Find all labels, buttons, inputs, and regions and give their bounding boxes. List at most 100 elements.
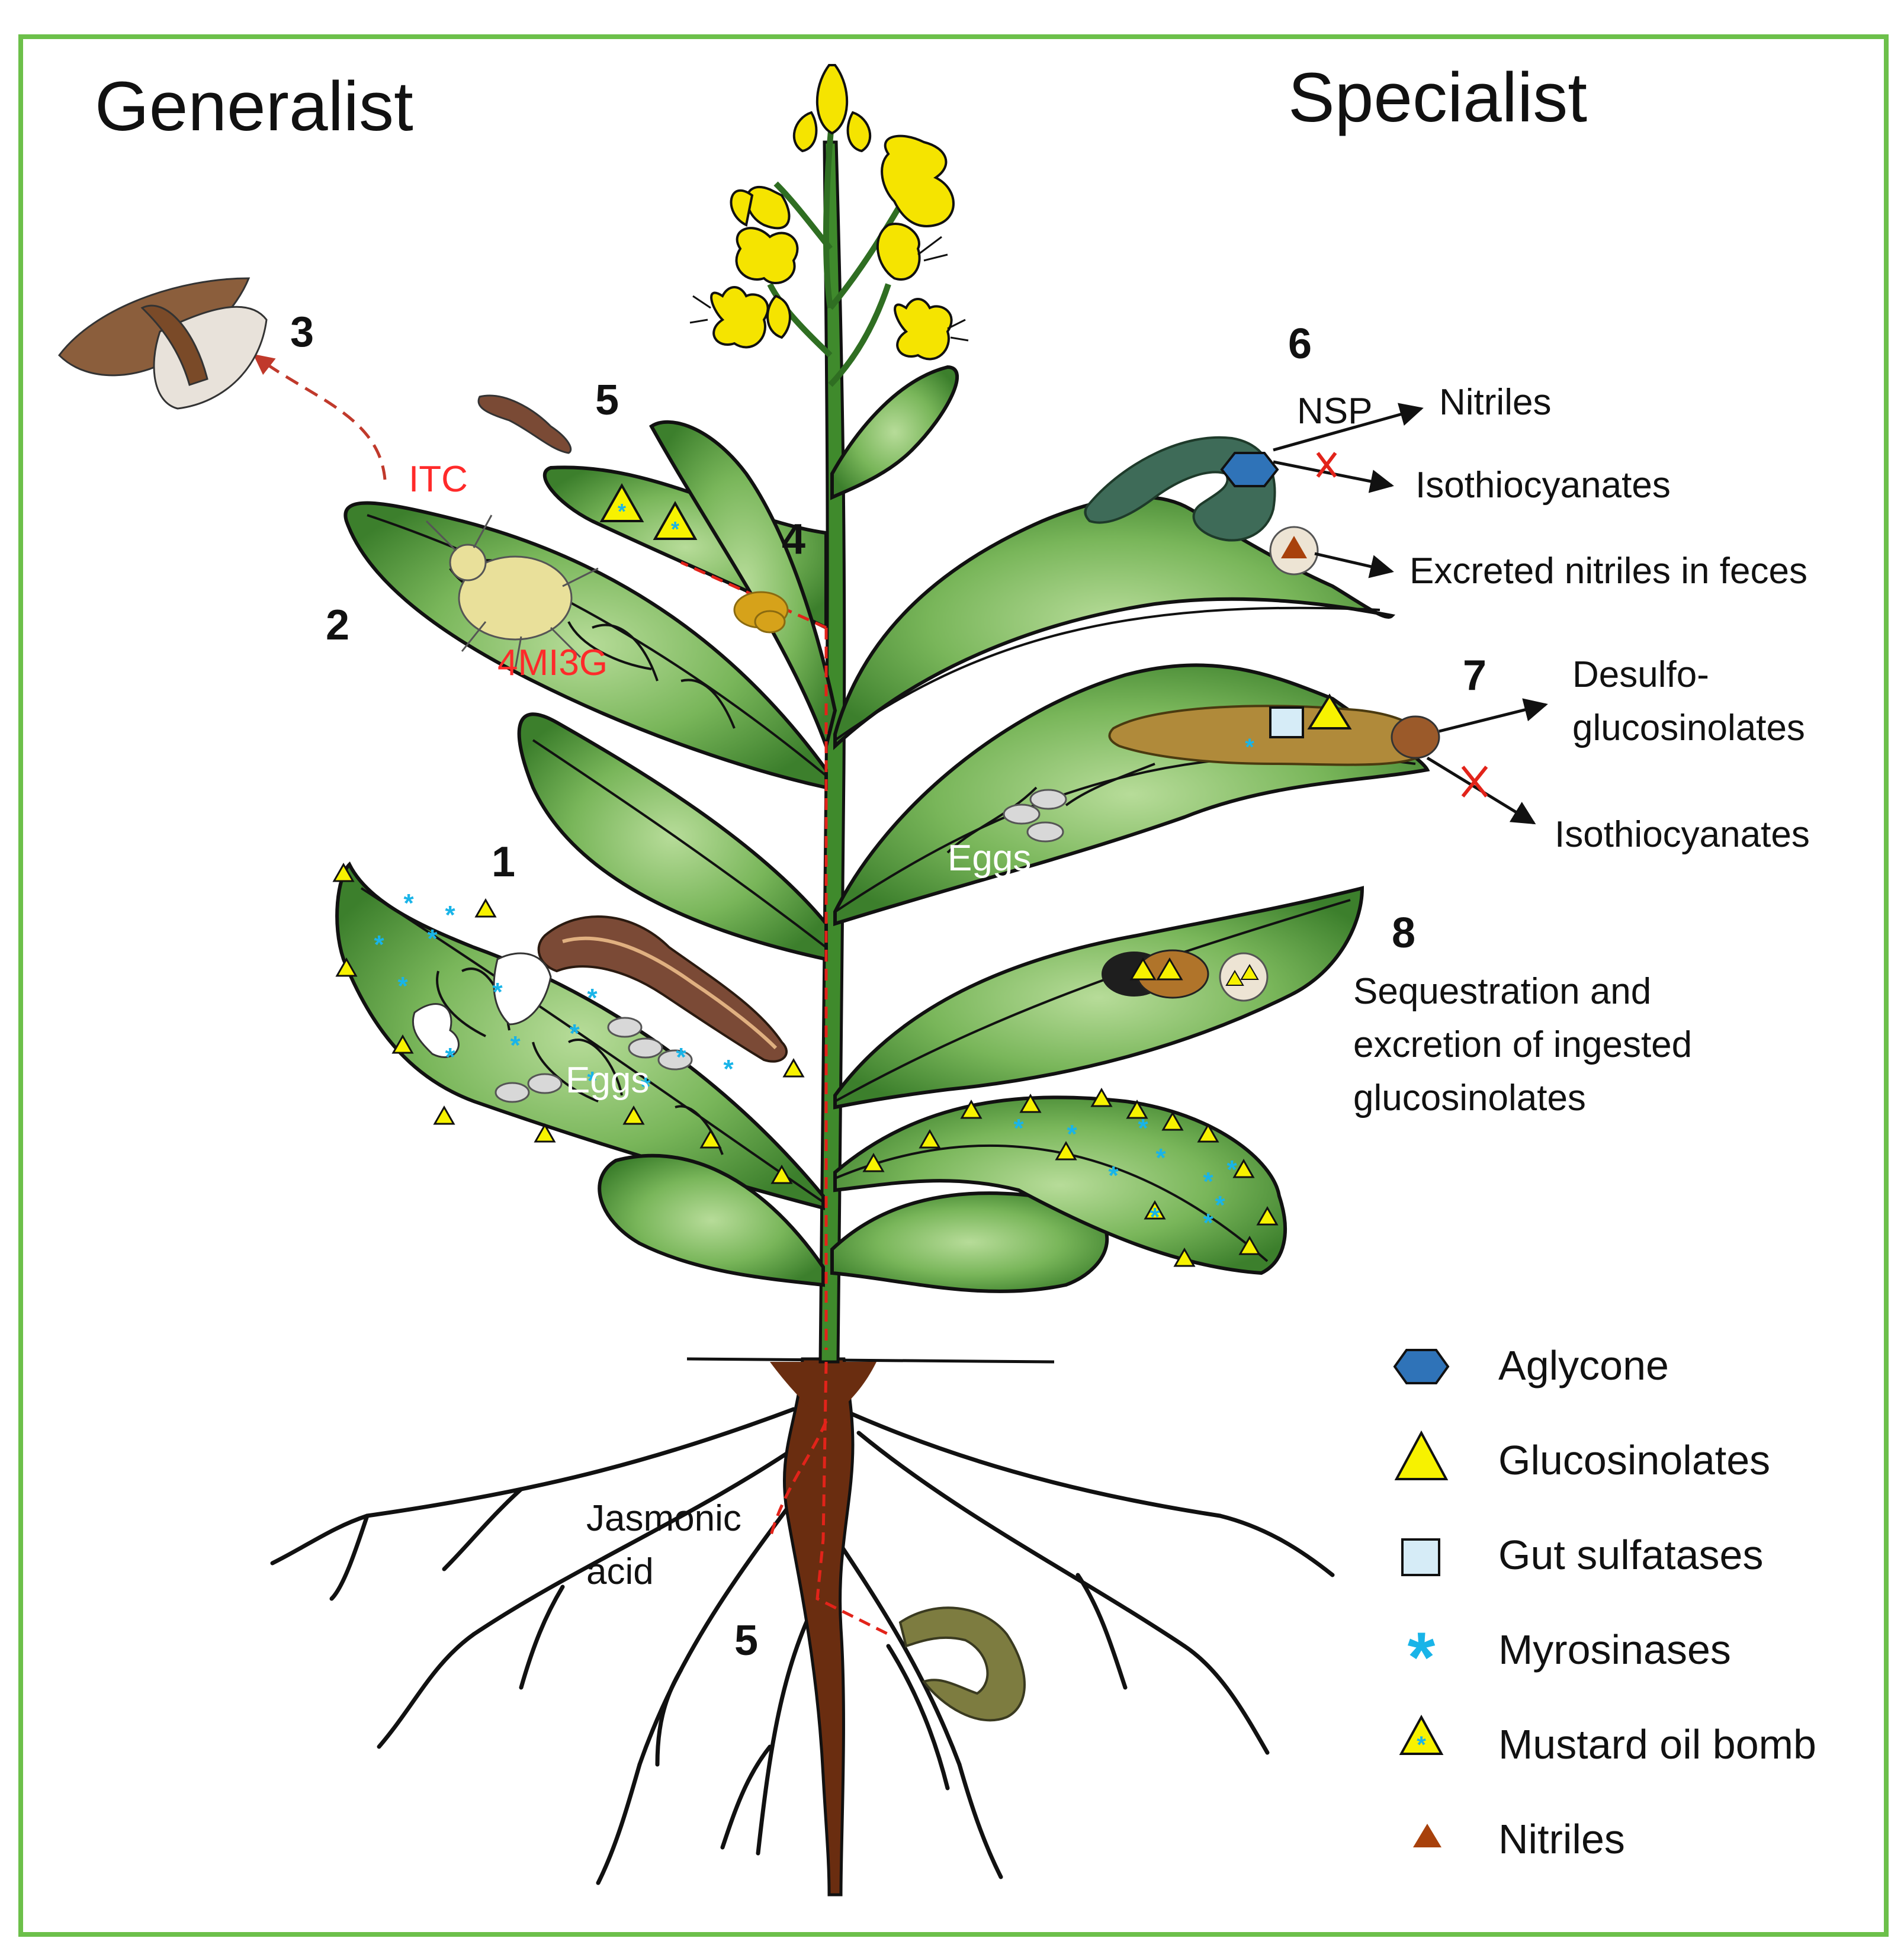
legend-nitriles-icon	[1413, 1824, 1441, 1847]
leaf-upper-right	[833, 495, 1396, 750]
step-number-8: 8	[1392, 909, 1415, 957]
beetle-illustration-4	[733, 591, 789, 634]
caterpillar-generalist-stripe	[562, 936, 778, 1050]
specialist-heading: Specialist	[1288, 59, 1587, 137]
svg-text:*: *	[587, 1066, 598, 1095]
legend-glucosinolates-label: Glucosinolates	[1498, 1437, 1770, 1483]
svg-text:*: *	[723, 1055, 734, 1084]
svg-text:*: *	[427, 924, 438, 953]
eggs-label-right: Eggs	[948, 838, 1031, 879]
sulfatase-square-7	[1269, 706, 1304, 738]
sequestration-label-line3: glucosinolates	[1353, 1078, 1586, 1118]
myrosinase-asterisk-7: *	[1245, 734, 1254, 760]
step-number-2: 2	[326, 602, 349, 649]
leaf-veins	[360, 514, 1416, 1262]
svg-text:*: *	[397, 972, 408, 1001]
legend-aglycone-icon	[1393, 1349, 1450, 1384]
sequestration-label-line2: excretion of ingested	[1353, 1024, 1692, 1065]
small-caterpillar-top	[477, 394, 572, 454]
legend-myrosinases-label: Myrosinases	[1498, 1627, 1731, 1673]
step-number-7: 7	[1463, 652, 1486, 699]
itc-label: ITC	[409, 459, 468, 500]
leaves	[335, 365, 1430, 1293]
svg-text:*: *	[1226, 1155, 1237, 1184]
aglycone-hexagon-6	[1220, 452, 1279, 487]
generalist-heading: Generalist	[95, 68, 413, 146]
leaf-lower-left	[598, 1153, 825, 1287]
blocked-pathway-marks	[1316, 452, 1488, 798]
svg-text:*: *	[445, 1043, 455, 1072]
legend-myrosinases-icon: *	[1408, 1618, 1436, 1697]
legend-gut-sulfatases-label: Gut sulfatases	[1498, 1532, 1763, 1578]
step-number-1: 1	[492, 838, 515, 886]
leaf-beetle	[833, 886, 1364, 1110]
feeding-holes	[412, 952, 552, 1058]
root-caterpillar	[898, 1606, 1026, 1722]
legend-nitriles-label: Nitriles	[1498, 1816, 1625, 1862]
legend-mustard-oil-bomb-icon	[1399, 1714, 1444, 1755]
myrosinase-markers: ** ** ** ** ** ** ** ** ** ** ** **	[374, 889, 1237, 1238]
glucosinolate-beetle-8b	[1156, 957, 1183, 981]
svg-text:*: *	[1203, 1167, 1213, 1196]
root-base-flare	[770, 1362, 876, 1409]
svg-text:*: *	[671, 517, 679, 541]
flower-cluster	[710, 64, 955, 361]
svg-text:*: *	[1013, 1114, 1024, 1143]
nitrile-triangle-6	[1281, 536, 1307, 558]
svg-text:*: *	[569, 1019, 580, 1048]
taproot	[782, 1357, 855, 1897]
glucosinolate-pellet-8a	[1225, 970, 1244, 986]
svg-text:*: *	[1155, 1143, 1166, 1172]
leaf-caterpillar-7	[833, 663, 1430, 927]
svg-text:*: *	[492, 978, 503, 1007]
flower-stamens	[689, 236, 969, 342]
legend-mustard-oil-bomb-asterisk: *	[1417, 1732, 1426, 1758]
beetle-specialist-8	[1102, 949, 1209, 999]
svg-text:*: *	[403, 889, 414, 918]
itc-arrow	[253, 353, 387, 480]
leaf-middle-left	[517, 712, 828, 962]
isothiocyanates-label-6: Isothiocyanates	[1415, 465, 1671, 506]
nitriles-label: Nitriles	[1439, 382, 1551, 423]
jasmonic-label-line1: Jasmonic	[586, 1498, 741, 1539]
svg-text:*: *	[587, 983, 598, 1013]
legend-aglycone-label: Aglycone	[1498, 1342, 1669, 1388]
desulfo-label-line2: glucosinolates	[1572, 708, 1805, 748]
svg-text:*: *	[1138, 1114, 1148, 1143]
jasmonic-label-line2: acid	[586, 1551, 654, 1592]
legend-gut-sulfatases-icon	[1401, 1538, 1440, 1576]
svg-text:*: *	[1215, 1191, 1225, 1220]
leaf-lower-right-small	[830, 1191, 1109, 1293]
step-number-4: 4	[782, 516, 805, 563]
svg-text:*: *	[640, 1072, 651, 1101]
leaf-top-right-small	[830, 365, 959, 500]
legend-mustard-oil-bomb-label: Mustard oil bomb	[1498, 1721, 1816, 1767]
svg-text:*: *	[374, 930, 384, 959]
sequestration-label-line1: Sequestration and	[1353, 971, 1651, 1012]
glucosinolate-markers	[332, 862, 1279, 1267]
4mi3g-label: 4MI3G	[497, 642, 608, 683]
mustard-oil-bombs-leaf: * *	[599, 483, 698, 541]
eggs-left	[495, 1017, 693, 1103]
step-number-3: 3	[290, 308, 314, 356]
caterpillar-7-head	[1391, 715, 1440, 759]
svg-text:*: *	[445, 901, 455, 930]
svg-text:*: *	[676, 1043, 686, 1072]
ground-line	[686, 1357, 1055, 1364]
excreted-nitriles-label: Excreted nitriles in feces	[1409, 551, 1807, 592]
eggs-label-left: Eggs	[566, 1060, 649, 1101]
desulfo-label-line1: Desulfo-	[1572, 654, 1709, 695]
step-number-6: 6	[1288, 320, 1312, 368]
eggs-right	[1003, 789, 1067, 843]
step-number-5-root: 5	[734, 1617, 758, 1664]
aphid-illustration	[425, 515, 599, 670]
glucosinolate-pellet-8b	[1240, 964, 1259, 980]
legend-glucosinolates-icon	[1394, 1430, 1449, 1480]
figure-frame	[18, 34, 1889, 1937]
step-number-5-top: 5	[595, 377, 619, 424]
svg-text:*: *	[618, 499, 626, 523]
svg-text:*: *	[1067, 1120, 1077, 1149]
glucosinolate-beetle-8a	[1129, 957, 1157, 981]
root-system	[270, 1407, 1335, 1885]
